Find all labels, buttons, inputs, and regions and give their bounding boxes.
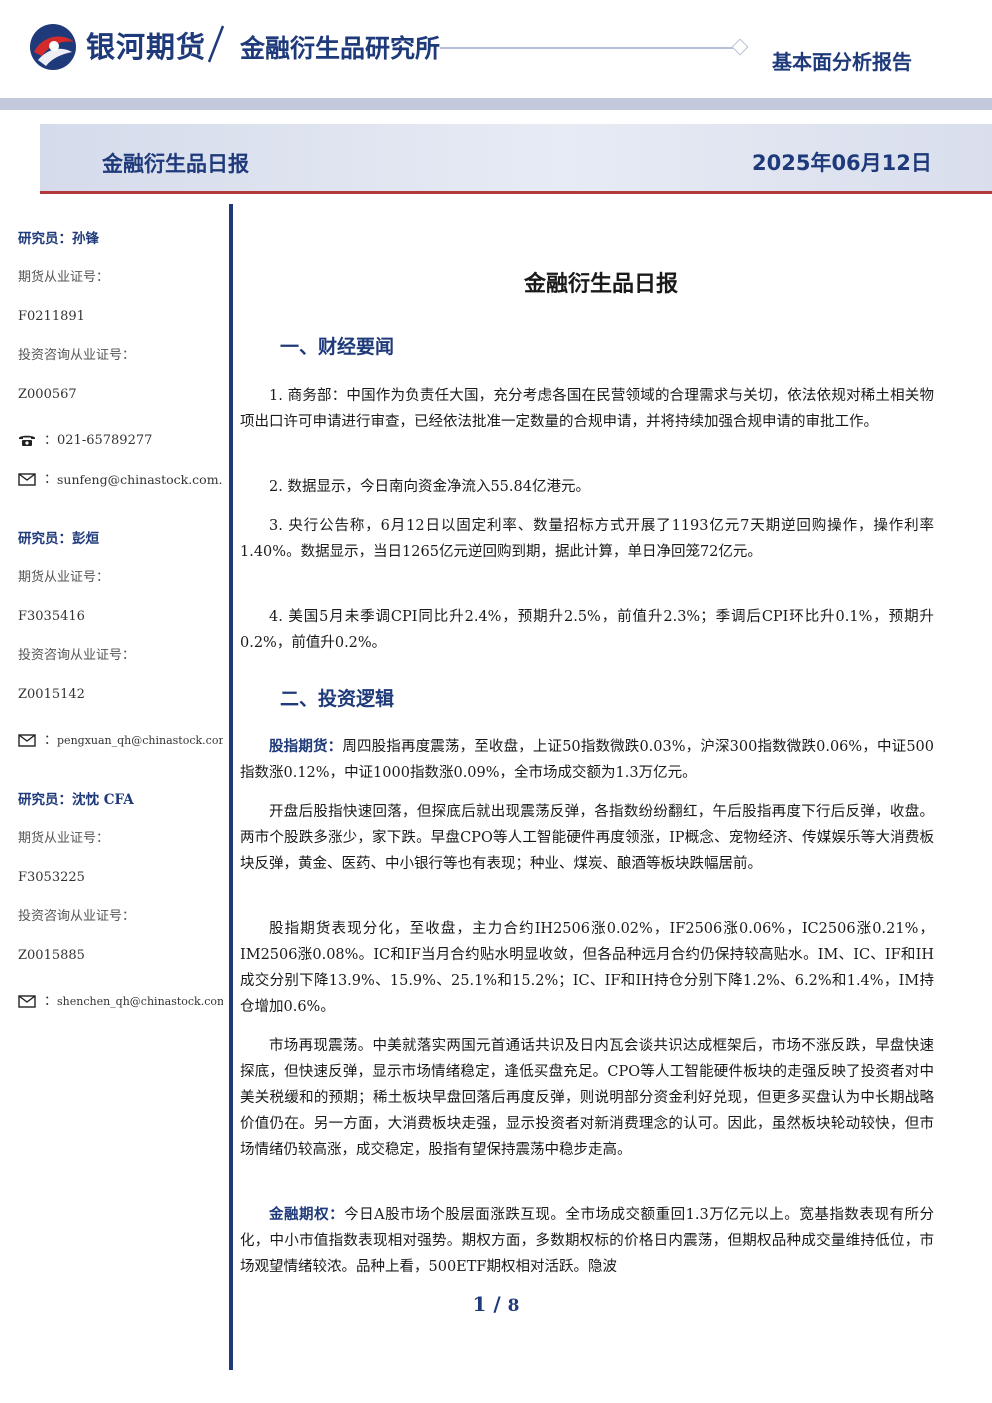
division-name: 金融衍生品研究所 [240,34,441,63]
advisory-cert-label: 投资咨询从业证号： [18,348,136,363]
futures-cert-number: F3053225 [18,870,85,885]
advisory-cert-number: Z000567 [18,387,77,402]
futures-cert-number: F0211891 [18,309,85,324]
analyst-email[interactable]: ：sunfeng@chinastock.com.cn [18,460,223,499]
diamond-icon [731,38,749,56]
email-address[interactable]: pengxuan_qh@chinastock.com.cn [57,733,223,747]
news-item: 2. 数据显示，今日南向资金净流入55.84亿港元。 [269,479,590,495]
analyst-card: 研究员：孙锋 期货从业证号： F0211891 投资咨询从业证号： Z00056… [18,226,223,499]
banner-underline [40,191,992,194]
envelope-icon [18,734,36,747]
advisory-cert-label: 投资咨询从业证号： [18,909,136,924]
report-header: 银河期货 金融衍生品研究所 基本面分析报告 [0,0,992,100]
analyst-name: 研究员：沈忱 CFA [18,792,134,808]
analyst-name: 研究员：孙锋 [18,231,99,247]
index-futures-label: 股指期货： [269,738,343,755]
brand-name: 银河期货 [86,30,207,64]
column-divider [229,204,233,1370]
envelope-icon [18,473,36,486]
analyst-sidebar: 研究员：孙锋 期货从业证号： F0211891 投资咨询从业证号： Z00056… [18,226,223,1048]
financial-options-paragraph: 金融期权：今日A股市场个股层面涨跌互现。全市场成交额重回1.3万亿元以上。宽基指… [240,1206,935,1275]
email-address[interactable]: sunfeng@chinastock.com.cn [57,471,223,487]
analyst-email[interactable]: ：pengxuan_qh@chinastock.com.cn [18,721,223,760]
analyst-email[interactable]: ：shenchen_qh@chinastock.com.cn [18,982,223,1021]
market-outlook-paragraph: 市场再现震荡。中美就落实两国元首通话共识及日内瓦会谈共识达成框架后，市场不涨反跌… [240,1038,934,1158]
header-band [0,98,992,110]
report-date: 2025年06月12日 [752,151,932,175]
advisory-cert-number: Z0015885 [18,948,85,963]
section-heading-news: 一、财经要闻 [280,336,395,358]
financial-options-label: 金融期权： [269,1206,345,1223]
index-futures-paragraph: 股指期货：周四股指再度震荡，至收盘，上证50指数微跌0.03%，沪深300指数微… [240,738,935,781]
galaxy-futures-logo-icon [30,24,76,70]
futures-cert-number: F3035416 [18,609,85,624]
banner-title: 金融衍生品日报 [102,152,249,176]
analyst-card: 研究员：彭烜 期货从业证号： F3035416 投资咨询从业证号： Z00151… [18,526,223,760]
brand-divider-slash [207,25,225,63]
futures-cert-label: 期货从业证号： [18,831,110,846]
page-number: 1 / 8 [472,1292,520,1316]
news-item: 4. 美国5月未季调CPI同比升2.4%，预期升2.5%，前值升2.3%；季调后… [240,609,934,651]
analyst-card: 研究员：沈忱 CFA 期货从业证号： F3053225 投资咨询从业证号： Z0… [18,787,223,1021]
report-type: 基本面分析报告 [772,50,912,74]
futures-cert-label: 期货从业证号： [18,270,110,285]
email-address[interactable]: shenchen_qh@chinastock.com.cn [57,994,223,1008]
market-review-paragraph: 开盘后股指快速回落，但探底后就出现震荡反弹，各指数纷纷翻红，午后股指再度下行后反… [240,804,934,872]
phone-icon [19,435,35,446]
futures-performance-paragraph: 股指期货表现分化，至收盘，主力合约IH2506涨0.02%，IF2506涨0.0… [240,921,934,1015]
phone-number: 021-65789277 [57,432,153,448]
advisory-cert-label: 投资咨询从业证号： [18,648,136,663]
title-banner [40,124,992,194]
envelope-icon [18,995,36,1008]
section-heading-logic: 二、投资逻辑 [280,688,395,710]
document-title: 金融衍生品日报 [523,272,678,297]
advisory-cert-number: Z0015142 [18,687,85,702]
news-item: 1. 商务部：中国作为负责任大国，充分考虑各国在民营领域的合理需求与关切，依法依… [240,388,934,430]
header-rule [440,47,738,49]
analyst-name: 研究员：彭烜 [18,531,99,547]
news-item: 3. 央行公告称，6月12日以固定利率、数量招标方式开展了1193亿元7天期逆回… [240,518,934,560]
analyst-phone: ：021-65789277 [18,421,223,460]
futures-cert-label: 期货从业证号： [18,570,110,585]
